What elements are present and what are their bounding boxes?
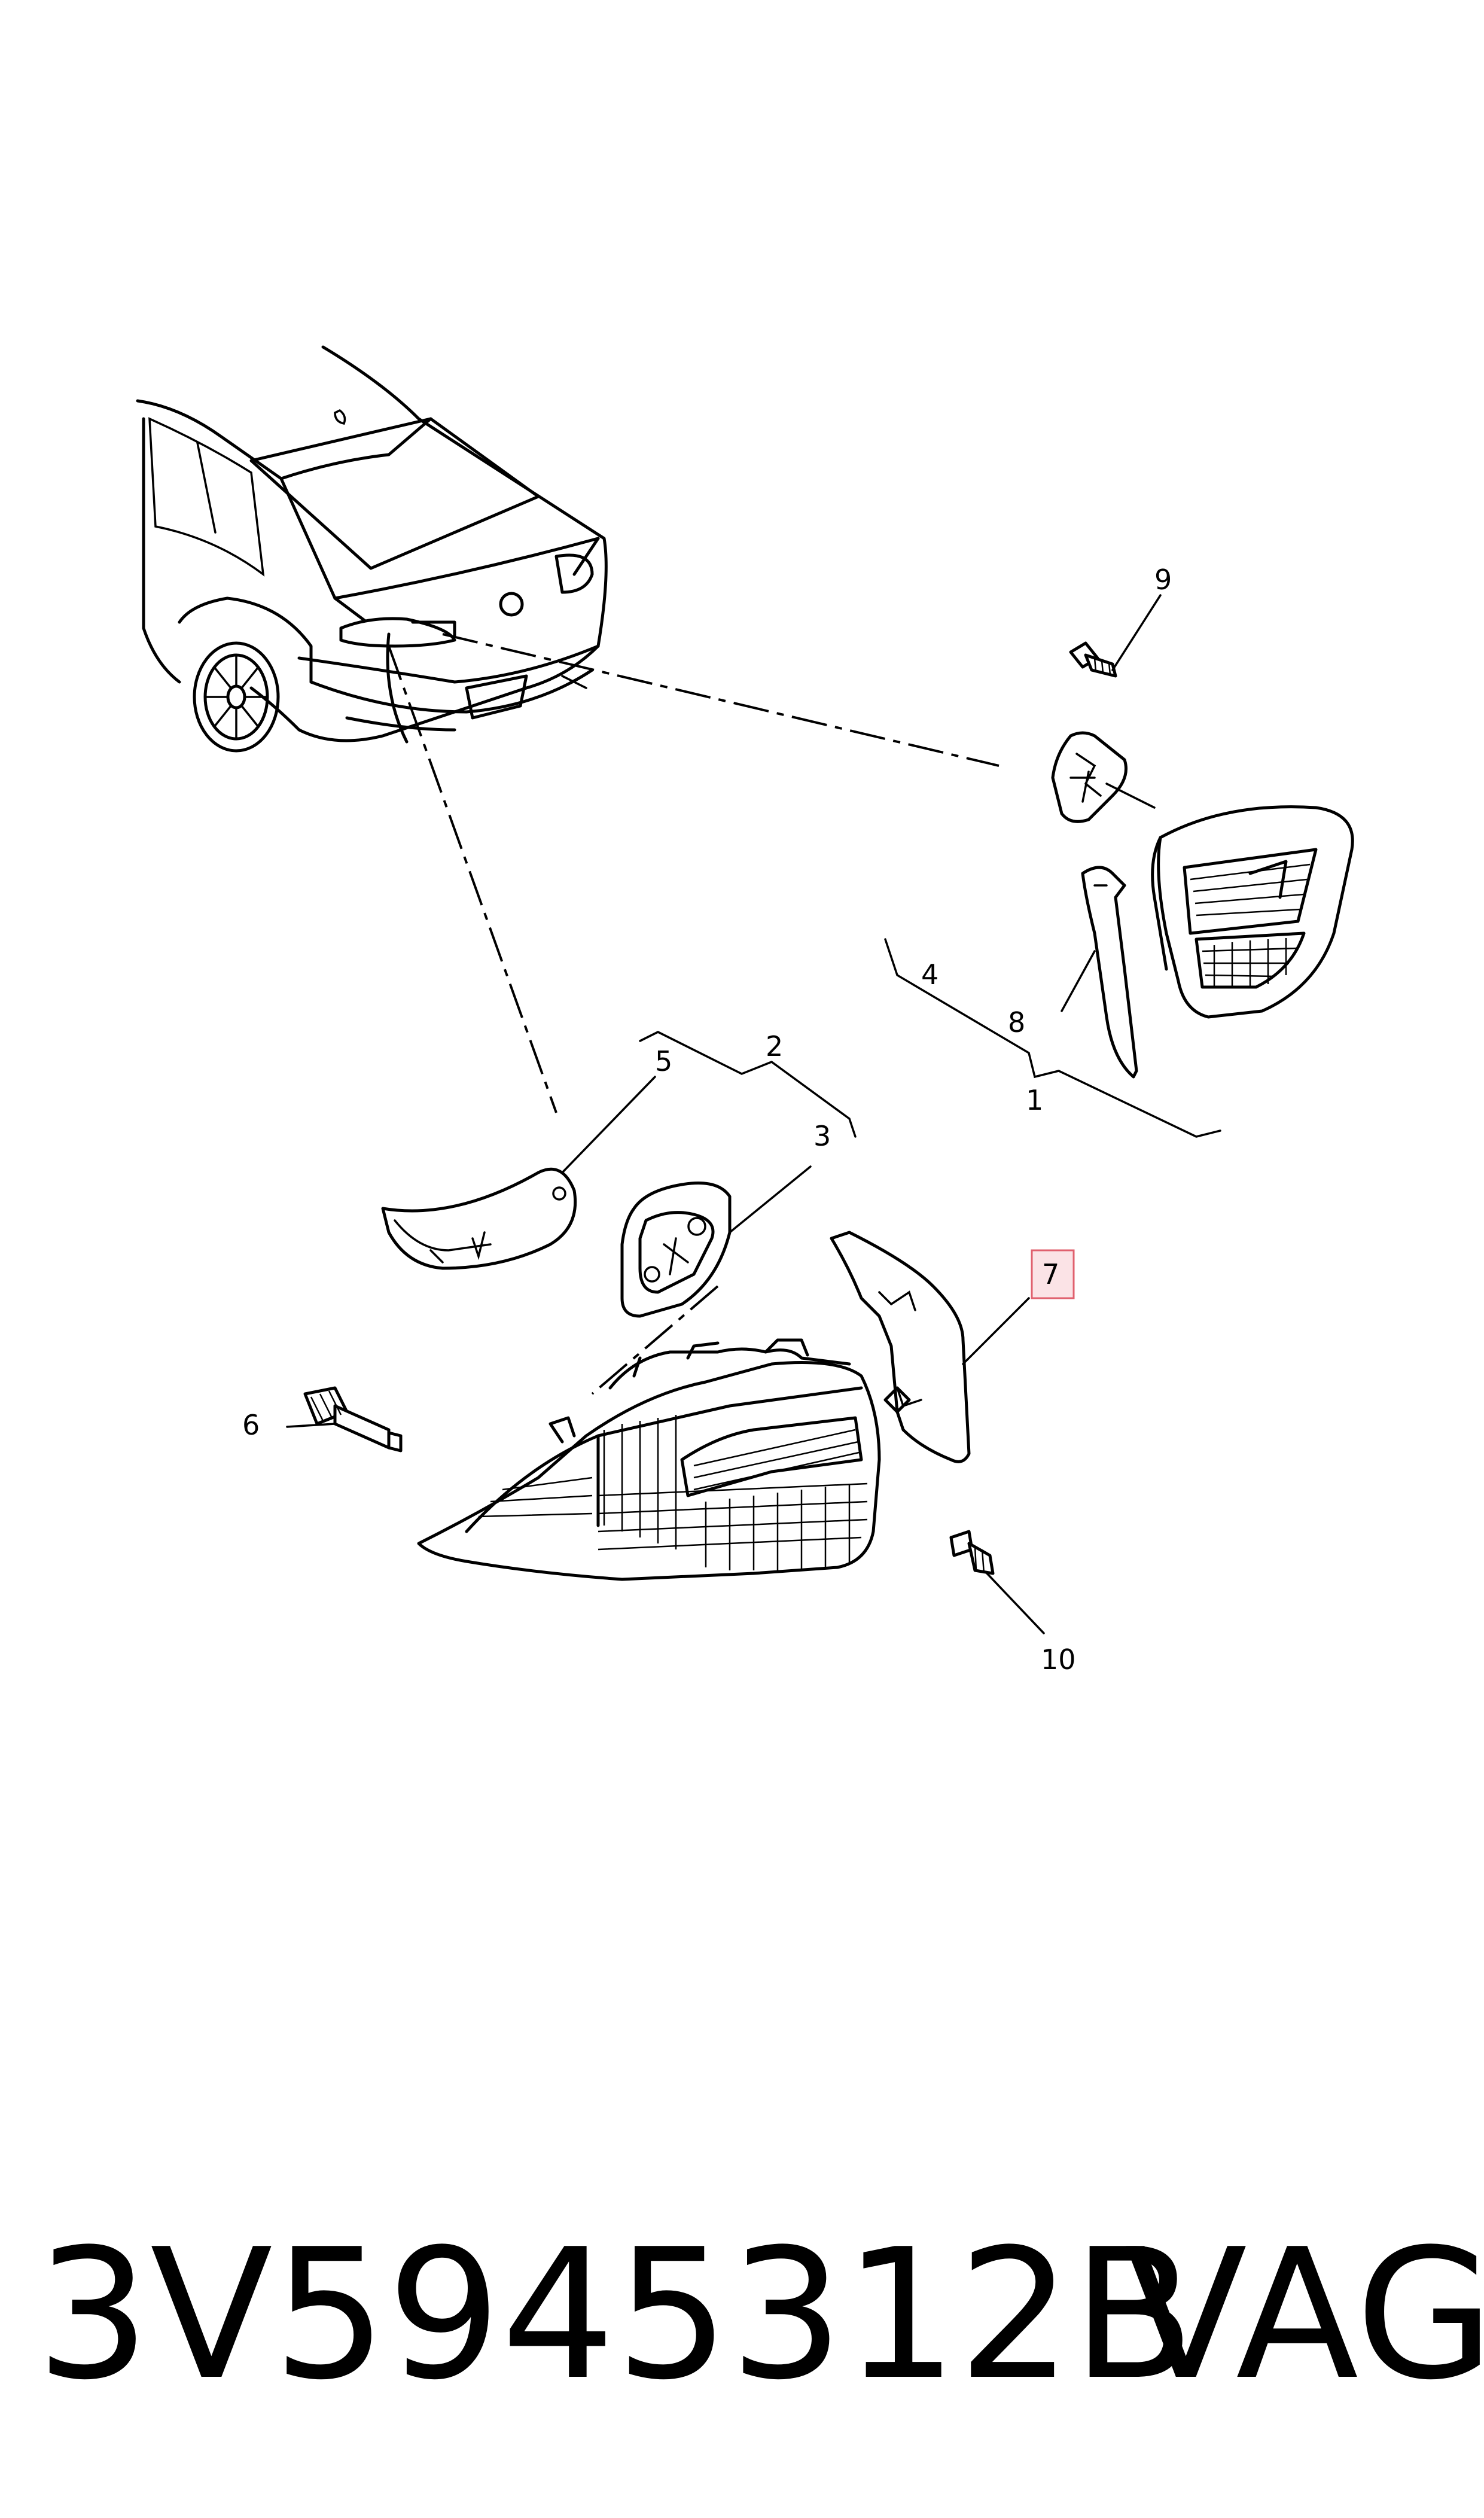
callout-10: 10 [1041, 1643, 1076, 1676]
callout-5: 5 [655, 1045, 672, 1077]
callout-4: 4 [921, 958, 938, 991]
callout-7: 7 [1042, 1258, 1059, 1290]
screw-part-9 [1069, 594, 1162, 678]
brand-label: VAG [1125, 2211, 1484, 2419]
callout-7-highlight [1031, 1249, 1075, 1299]
callout-1: 1 [1026, 1084, 1043, 1116]
inner-lamp-part-1 [1151, 805, 1354, 1019]
car-rear-illustration [136, 345, 608, 753]
bracket-part-1 [884, 938, 1221, 1138]
outer-tail-lamp [417, 1338, 911, 1581]
trim-strip-part-8 [1061, 866, 1138, 1079]
leader-line-outer-lamp [388, 646, 557, 1113]
callout-2: 2 [766, 1030, 783, 1062]
callout-3: 3 [813, 1120, 831, 1152]
leader-line-inner-lamp [442, 633, 1000, 767]
bulb-socket-part-6 [286, 1386, 403, 1453]
reflector-part-5 [381, 1076, 656, 1270]
callout-8: 8 [1008, 1006, 1025, 1039]
callout-9: 9 [1154, 564, 1172, 596]
gasket-part-4 [1051, 731, 1156, 823]
screw-part-10 [949, 1530, 1045, 1634]
part-number: 3V5945312B [36, 2211, 1195, 2419]
bracket-part-2 [639, 1031, 857, 1138]
callout-6: 6 [242, 1409, 260, 1441]
gasket-part-3 [591, 1165, 812, 1395]
